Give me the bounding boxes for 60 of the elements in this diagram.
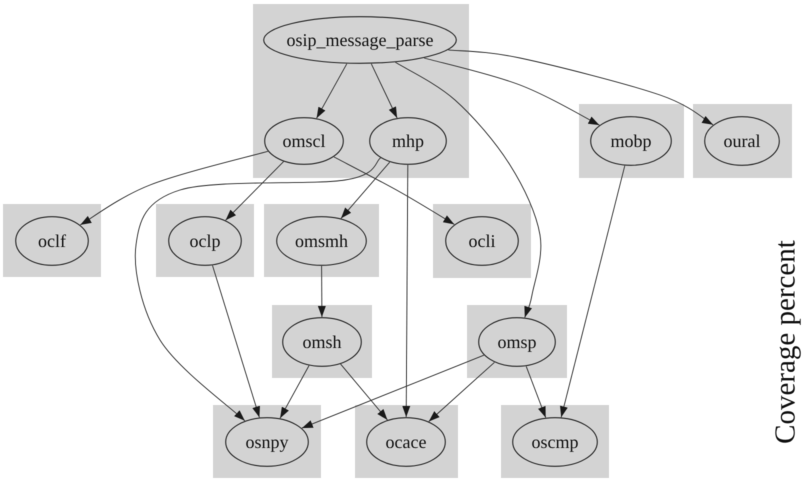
ellipse-node xyxy=(704,116,780,166)
arrow xyxy=(301,354,484,429)
node-label: mobp xyxy=(610,132,652,150)
arrow xyxy=(316,63,348,119)
cluster-panel xyxy=(156,204,254,277)
ellipse-node xyxy=(264,117,344,165)
node-label: omsp xyxy=(497,332,536,352)
arrow xyxy=(225,161,284,221)
arrow xyxy=(212,265,260,418)
cluster-panel xyxy=(433,204,531,278)
arrow xyxy=(80,150,268,226)
arrow xyxy=(370,63,398,118)
ellipse-node xyxy=(276,216,367,266)
arrow xyxy=(560,165,626,418)
cluster-panel xyxy=(264,204,379,277)
node-label: osip_message_parse xyxy=(286,30,434,50)
arrow xyxy=(280,365,310,419)
cluster-panel xyxy=(253,4,469,178)
arrow xyxy=(394,62,542,318)
node-label: oscmp xyxy=(532,432,578,452)
node-label: ocli xyxy=(468,232,496,250)
ellipse-node xyxy=(478,317,556,367)
cluster-panel xyxy=(467,305,567,378)
node-label: oural xyxy=(724,132,760,150)
ellipse-node xyxy=(168,216,242,266)
node-label: omscl xyxy=(282,132,326,150)
ellipse-node xyxy=(366,417,446,467)
node-label: oclp xyxy=(190,232,220,250)
node-label: omsmh xyxy=(294,232,348,250)
cluster-panel xyxy=(3,204,101,277)
ellipse-node xyxy=(590,116,672,166)
ellipse-node xyxy=(263,16,457,64)
ellipse-node xyxy=(225,417,309,467)
node-label: osnpy xyxy=(245,432,288,452)
cluster-panel xyxy=(272,305,372,378)
ellipse-node xyxy=(282,317,362,367)
ellipse-node xyxy=(512,417,598,467)
cluster-panel xyxy=(501,405,609,478)
cluster-panel xyxy=(693,104,792,178)
arrow xyxy=(340,162,390,219)
arrow xyxy=(424,58,600,126)
arrow xyxy=(448,49,714,126)
cluster-panel xyxy=(579,104,684,178)
arrow xyxy=(428,362,495,422)
ellipse-node xyxy=(445,216,519,266)
node-label: mhp xyxy=(392,132,424,150)
arrow xyxy=(402,164,410,418)
arrow xyxy=(318,266,326,318)
arrow xyxy=(340,364,388,420)
cluster-panel xyxy=(213,405,321,478)
ellipse-node xyxy=(15,216,89,266)
node-label: oclf xyxy=(38,232,66,250)
arrow xyxy=(333,156,455,225)
ellipse-node xyxy=(369,117,447,165)
node-label: ocace xyxy=(386,432,426,452)
side-label: Coverage percent xyxy=(772,240,800,444)
node-label: omsh xyxy=(302,332,342,352)
cluster-panel xyxy=(355,405,458,478)
arrow xyxy=(134,158,381,422)
arrow xyxy=(526,366,546,418)
